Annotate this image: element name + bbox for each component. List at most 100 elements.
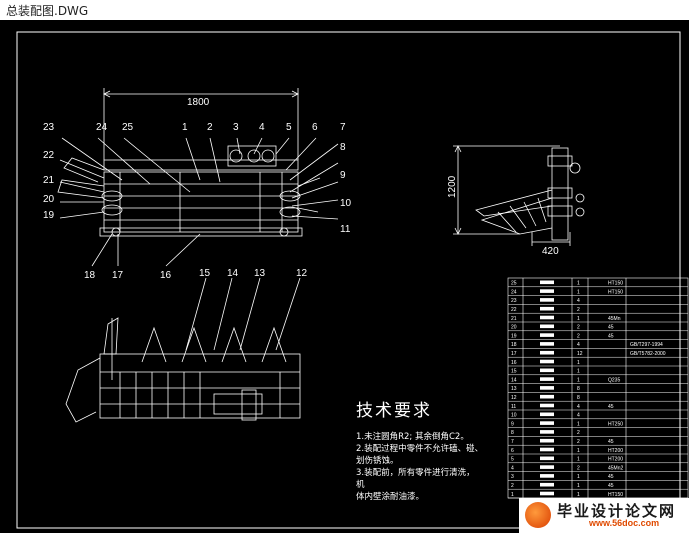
callout-1: 1 [182, 122, 188, 133]
watermark-text: 毕业设计论文网 [557, 502, 677, 520]
bom-cell-material: 45 [608, 404, 614, 410]
bom-table [507, 277, 689, 499]
callout-25: 25 [122, 122, 134, 133]
bom-cell-no: 11 [511, 404, 516, 410]
callout-10: 10 [340, 198, 352, 209]
callout-5: 5 [286, 122, 292, 133]
dim-top-width: 1800 [187, 97, 210, 108]
bom-part-name-block [540, 456, 554, 461]
bom-cell-qty: 1 [577, 377, 580, 383]
callout-3: 3 [233, 122, 239, 133]
bom-cell-material: HT200 [608, 448, 623, 454]
bom-cell-no: 9 [511, 421, 514, 427]
bom-cell-qty: 8 [577, 386, 580, 392]
bom-cell-material: HT150 [608, 492, 623, 498]
bom-part-name-block [540, 368, 554, 373]
callout-14: 14 [227, 268, 239, 279]
bom-part-name-block [540, 491, 554, 496]
bom-cell-qty: 2 [577, 465, 580, 471]
callout-7: 7 [340, 122, 346, 133]
bom-part-name-block [540, 359, 554, 364]
bom-cell-qty: 1 [577, 457, 580, 463]
bom-cell-qty: 4 [577, 298, 580, 304]
callout-2: 2 [207, 122, 213, 133]
bom-cell-qty: 1 [577, 483, 580, 489]
callout-9: 9 [340, 170, 346, 181]
callout-17: 17 [112, 270, 124, 281]
bom-cell-material: HT150 [608, 281, 623, 287]
bom-cell-no: 1 [511, 492, 514, 498]
bom-part-name-block [540, 333, 554, 337]
watermark-logo-icon [525, 502, 551, 528]
bom-cell-material: 45 [608, 325, 614, 331]
callout-22: 22 [43, 150, 55, 161]
bom-cell-no: 12 [511, 395, 517, 401]
bom-part-name-block [540, 394, 554, 399]
bom-cell-no: 22 [511, 307, 517, 313]
bom-cell-no: 17 [511, 351, 517, 357]
bom-cell-qty: 1 [577, 289, 580, 295]
callout-8: 8 [340, 142, 346, 153]
callout-4: 4 [259, 122, 265, 133]
bom-cell-material: Q235 [608, 377, 620, 383]
watermark-url: www.56doc.com [589, 518, 660, 528]
bom-cell-qty: 2 [577, 307, 580, 313]
callout-13: 13 [254, 268, 266, 279]
callout-11: 11 [340, 224, 351, 235]
callout-20: 20 [43, 194, 55, 205]
bom-cell-qty: 4 [577, 413, 580, 419]
bom-cell-no: 18 [511, 342, 517, 348]
callout-6: 6 [312, 122, 318, 133]
bom-cell-qty: 2 [577, 333, 580, 339]
bom-cell-qty: 4 [577, 342, 580, 348]
bom-cell-no: 10 [511, 413, 517, 419]
side-view-labels: 1200 420 [447, 175, 559, 257]
bom-part-name-block [540, 482, 554, 487]
tech-note-line: 体内壁涂耐油漆。 [356, 492, 425, 502]
bom-part-name-block [540, 438, 554, 443]
bom-part-name-block [540, 447, 554, 452]
tech-note-line: 1.未注圆角R2; 其余倒角C2。 [356, 432, 469, 442]
cad-drawing: 1800 1 2 3 4 5 6 7 8 9 10 11 12 13 14 15… [16, 31, 689, 529]
side-view [453, 145, 585, 246]
tech-note-line: 划伤锈蚀。 [356, 456, 399, 466]
bom-part-name-block [540, 386, 554, 390]
bom-cell-no: 14 [511, 377, 517, 383]
bom-cell-no: 6 [511, 448, 514, 454]
technical-requirements: 技术要求 1.未注圆角R2; 其余倒角C2。 2.装配过程中零件不允许磕、碰、 … [356, 396, 506, 503]
window-title: 总装配图.DWG [6, 4, 89, 18]
front-view-labels: 1800 1 2 3 4 5 6 7 8 9 10 11 12 13 14 15… [43, 97, 352, 281]
drawing-canvas[interactable]: 1800 1 2 3 4 5 6 7 8 9 10 11 12 13 14 15… [0, 20, 689, 533]
bom-cell-no: 7 [511, 439, 514, 445]
bom-part-name-block [540, 324, 554, 329]
front-view [57, 88, 339, 267]
bom-cell-no: 5 [511, 457, 514, 463]
callout-12: 12 [296, 268, 308, 279]
callout-21: 21 [43, 175, 55, 186]
bom-cell-material: 45 [608, 439, 614, 445]
tech-note-line: 2.装配过程中零件不允许磕、碰、 [356, 444, 484, 454]
bom-part-name-block [540, 377, 554, 381]
bom-cell-qty: 1 [577, 448, 580, 454]
bom-cell-material: 45Mn [608, 316, 621, 322]
dim-side-height: 1200 [447, 175, 458, 198]
bom-cell-qty: 1 [577, 369, 580, 375]
bom-cell-no: 13 [511, 386, 517, 392]
bom-cell-qty: 1 [577, 281, 580, 287]
bom-cell-qty: 1 [577, 421, 580, 427]
bom-cell-no: 25 [511, 281, 517, 287]
bom-cell-qty: 1 [577, 474, 580, 480]
bom-cell-qty: 1 [577, 360, 580, 366]
bom-cell-no: 2 [511, 483, 514, 489]
bom-part-name-block [540, 403, 554, 408]
callout-16: 16 [160, 270, 172, 281]
dim-side-width: 420 [542, 246, 559, 257]
tech-note-line: 机 [356, 480, 365, 490]
callout-24: 24 [96, 122, 108, 133]
bom-cell-qty: 8 [577, 395, 580, 401]
site-watermark: 毕业设计论文网 www.56doc.com [519, 498, 689, 533]
bom-cell-material: HT150 [608, 289, 623, 295]
bom-cell-standard: GB/T297-1994 [630, 342, 663, 348]
bom-cell-no: 24 [511, 289, 517, 295]
